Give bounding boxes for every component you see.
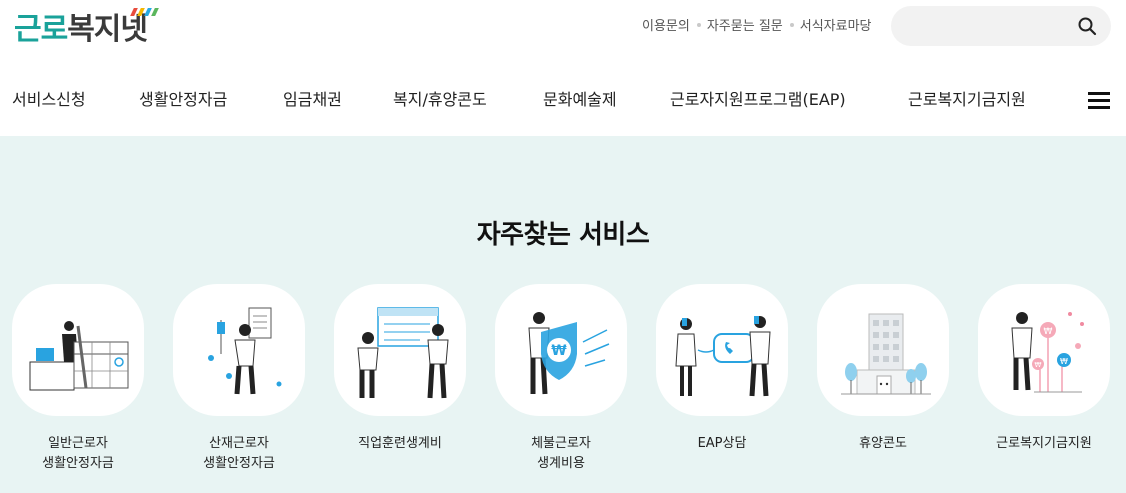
service-label-line1: 휴양콘도 <box>859 436 907 451</box>
hamburger-menu-icon[interactable] <box>1088 92 1112 112</box>
svg-text:₩: ₩ <box>1060 357 1068 366</box>
utility-links: 이용문의 자주묻는 질문 서식자료마당 <box>642 15 872 34</box>
svg-text:₩: ₩ <box>1044 327 1053 337</box>
util-separator <box>789 22 794 27</box>
nav-item-service-apply[interactable]: 서비스신청 <box>12 90 86 109</box>
svg-text:₩: ₩ <box>1035 361 1042 369</box>
logo-text: 근로복지넷 <box>14 10 148 50</box>
nav-item-living-fund[interactable]: 생활안정자금 <box>139 90 228 109</box>
service-label: 근로복지기금지원 <box>978 434 1110 454</box>
nav-item-culture-festival[interactable]: 문화예술제 <box>543 90 617 109</box>
logo-part1: 근로 <box>14 12 68 47</box>
service-label: EAP상담 <box>656 434 788 454</box>
service-label-line1: 직업훈련생계비 <box>358 436 442 451</box>
site-header: 근로복지넷 이용문의 자주묻는 질문 서식자료마당 서비스신청 생활안정자금 임… <box>0 0 1126 136</box>
fund-growth-icon: ₩ ₩ ₩ <box>978 284 1110 416</box>
util-link-inquiry[interactable]: 이용문의 <box>642 19 690 34</box>
nav-item-welfare-fund[interactable]: 근로복지기금지원 <box>908 90 1026 109</box>
injured-worker-iv-icon <box>173 284 305 416</box>
site-logo[interactable]: 근로복지넷 <box>14 8 159 50</box>
logo-color-marks <box>130 8 159 16</box>
office-worker-calendar-icon <box>12 284 144 416</box>
service-card-training-living-cost[interactable]: 직업훈련생계비 <box>334 284 466 454</box>
nav-item-eap[interactable]: 근로자지원프로그램(EAP) <box>670 90 846 109</box>
search-box <box>891 6 1111 46</box>
service-label-line2: 생활안정자금 <box>203 456 275 471</box>
section-title: 자주찾는 서비스 <box>476 220 650 250</box>
util-separator <box>696 22 701 27</box>
service-card-welfare-fund-support[interactable]: ₩ ₩ ₩ 근로복지기금지원 <box>978 284 1110 454</box>
phone-consultation-icon <box>656 284 788 416</box>
util-link-faq[interactable]: 자주묻는 질문 <box>706 19 783 34</box>
won-shield-icon: ₩ <box>495 284 627 416</box>
service-label-line2: 생활안정자금 <box>42 456 114 471</box>
resort-building-icon <box>817 284 949 416</box>
service-label-line1: 산재근로자 <box>209 436 269 451</box>
search-icon[interactable] <box>1077 16 1097 36</box>
logo-part2: 복지넷 <box>67 12 148 47</box>
service-label: 휴양콘도 <box>817 434 949 454</box>
util-link-forms[interactable]: 서식자료마당 <box>799 19 872 34</box>
training-presentation-icon <box>334 284 466 416</box>
service-label-line1: 근로복지기금지원 <box>996 436 1092 451</box>
service-label-line2: 생계비용 <box>537 456 585 471</box>
svg-text:₩: ₩ <box>551 343 567 359</box>
service-card-eap-consulting[interactable]: EAP상담 <box>656 284 788 454</box>
service-label-line1: 일반근로자 <box>48 436 108 451</box>
nav-item-wage-claim[interactable]: 임금채권 <box>283 90 342 109</box>
service-label-line1: EAP상담 <box>697 436 747 451</box>
main-navigation: 서비스신청 생활안정자금 임금채권 복지/휴양콘도 문화예술제 근로자지원프로그… <box>0 86 1126 116</box>
service-label: 직업훈련생계비 <box>334 434 466 454</box>
service-label-line1: 체불근로자 <box>531 436 591 451</box>
service-card-resort-condo[interactable]: 휴양콘도 <box>817 284 949 454</box>
search-input[interactable] <box>905 6 1075 46</box>
nav-item-welfare-condo[interactable]: 복지/휴양콘도 <box>393 90 487 109</box>
